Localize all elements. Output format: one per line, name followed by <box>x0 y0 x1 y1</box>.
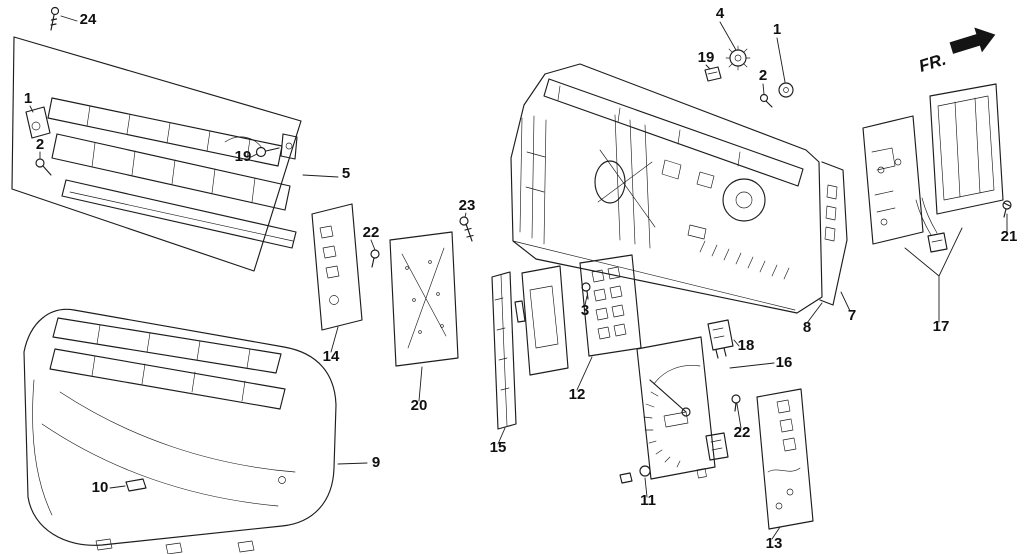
artwork <box>11 6 1012 554</box>
part-22-screw-right <box>731 394 741 412</box>
part-16-gauge <box>636 336 729 480</box>
callout-11: 11 <box>640 492 656 509</box>
callout-12: 12 <box>569 386 586 403</box>
callout-1-left: 1 <box>24 90 32 107</box>
callout-14: 14 <box>323 348 340 365</box>
callout-13: 13 <box>766 535 783 552</box>
callout-10: 10 <box>92 479 109 496</box>
part-5-lamp-panel <box>47 97 298 249</box>
callout-22-left: 22 <box>363 224 380 241</box>
part-2-screw-left <box>35 158 52 176</box>
fr-direction-indicator: FR. <box>917 27 996 76</box>
part-10-clip <box>125 478 147 492</box>
part-15-strip <box>491 271 517 430</box>
part-19-screw-left <box>255 146 280 158</box>
part-17-circuit-board <box>862 115 924 245</box>
part-13-plate <box>756 388 814 530</box>
part-18-connector <box>707 319 734 359</box>
callout-16: 16 <box>776 354 793 371</box>
callout-18: 18 <box>738 337 755 354</box>
part-2-screw-right <box>759 93 773 108</box>
callout-2-mid: 2 <box>759 67 767 84</box>
callout-19-mid: 19 <box>698 49 715 66</box>
callout-9: 9 <box>372 454 380 471</box>
callout-24: 24 <box>80 11 97 28</box>
callout-20: 20 <box>411 397 428 414</box>
callout-19-left: 19 <box>235 148 252 165</box>
part-4-knob <box>725 45 751 71</box>
part-24-screw <box>50 6 60 31</box>
part-17-case <box>915 83 1004 253</box>
part-19-socket <box>704 66 722 82</box>
part-1-knob-right <box>778 82 794 98</box>
fr-arrow-icon <box>949 27 996 54</box>
part-3-bolt <box>581 282 591 300</box>
callout-1-mid: 1 <box>773 21 781 38</box>
callout-labels: 24 1 2 19 5 22 23 14 20 15 3 12 4 19 1 2… <box>24 5 1018 552</box>
callout-2-left: 2 <box>36 136 44 153</box>
part-11-bulb <box>619 465 651 484</box>
callout-17: 17 <box>933 318 950 335</box>
callout-21: 21 <box>1001 228 1018 245</box>
part-9-front-housing <box>23 308 337 554</box>
callout-4: 4 <box>716 5 725 22</box>
callout-7: 7 <box>848 307 856 324</box>
part-23-screw <box>459 216 474 242</box>
part-8-bracket <box>819 161 848 306</box>
fr-label: FR. <box>917 50 949 76</box>
callout-23: 23 <box>459 197 476 214</box>
callout-8: 8 <box>803 319 811 336</box>
part-22-screw-left <box>370 249 380 268</box>
part-20-plate <box>389 231 459 367</box>
callout-22-right: 22 <box>734 424 751 441</box>
callout-3: 3 <box>581 302 589 319</box>
part-21-screw <box>1002 200 1012 218</box>
part-7-cluster-case <box>510 63 823 314</box>
detail-box <box>11 36 302 272</box>
callout-5: 5 <box>342 165 350 182</box>
part-12-assembly <box>514 254 642 376</box>
part-1-bracket-left <box>25 106 51 139</box>
leader-lines <box>29 15 1008 540</box>
callout-15: 15 <box>490 439 507 456</box>
part-14-plate <box>311 203 363 331</box>
